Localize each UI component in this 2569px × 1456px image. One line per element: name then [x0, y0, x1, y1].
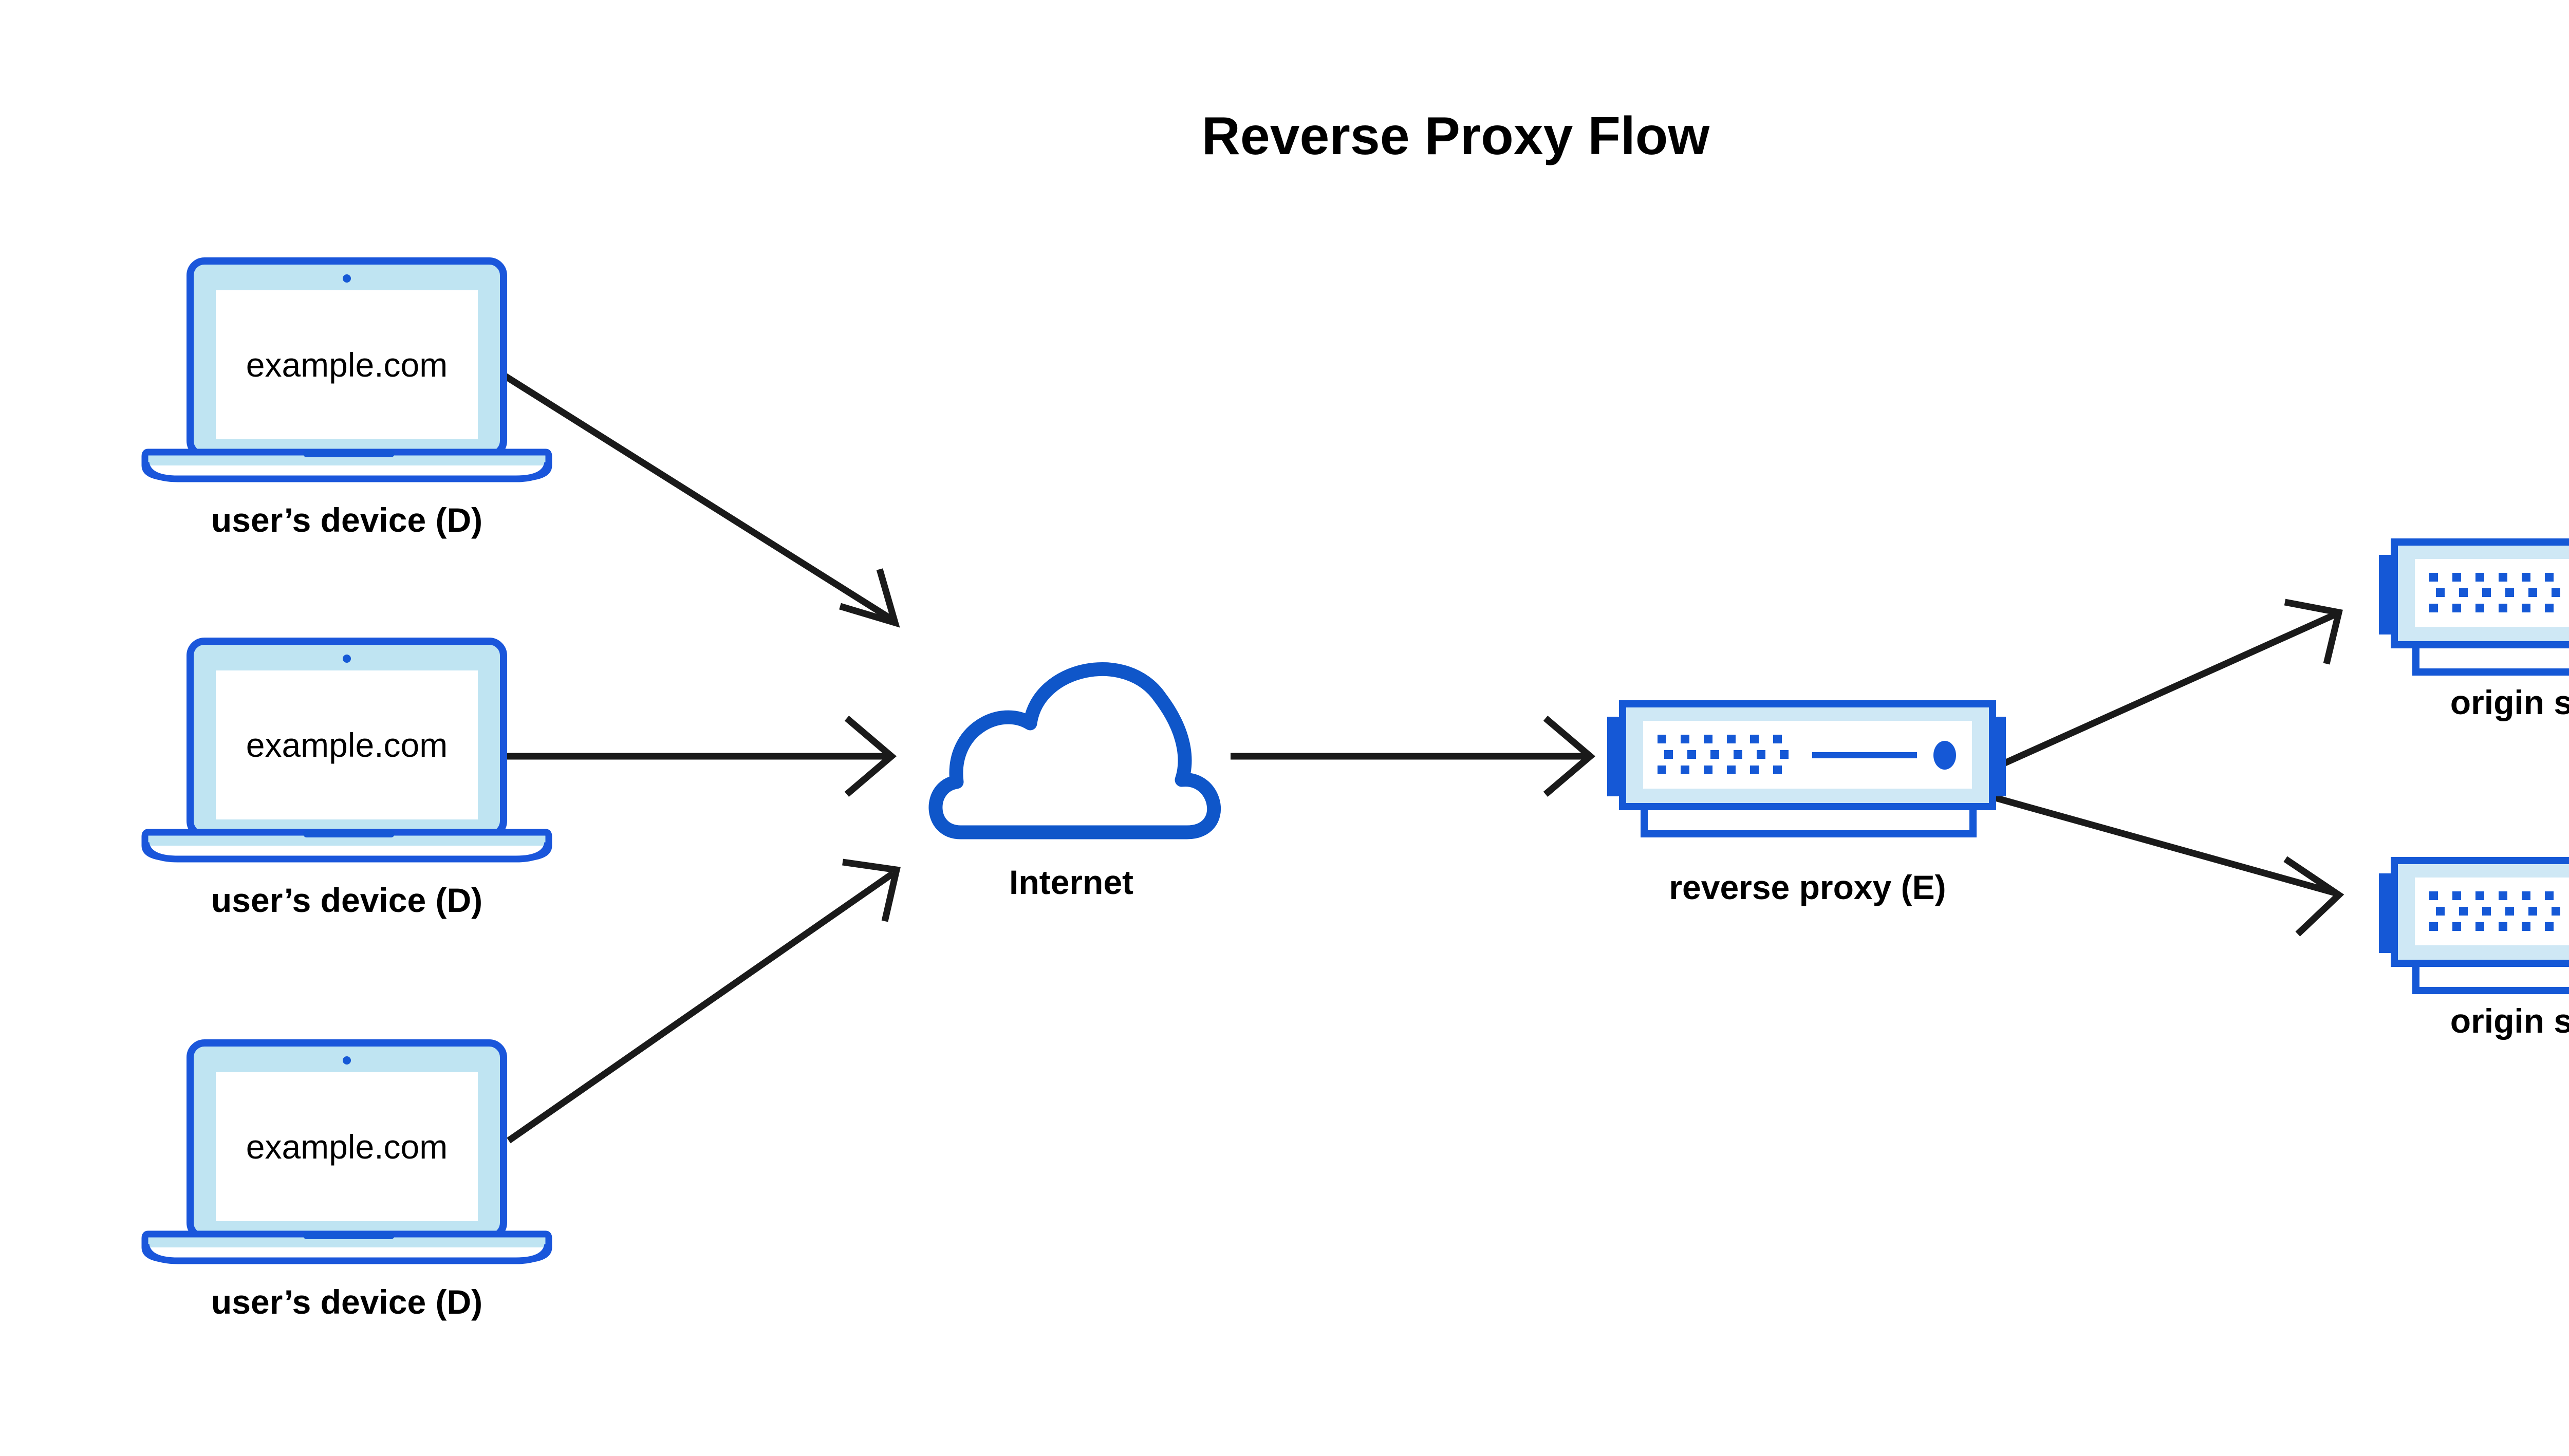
device-2[interactable]: example.com user’s device (D) — [141, 638, 552, 919]
device-3-screen-text: example.com — [246, 1128, 448, 1166]
origin-2-label: origin server (F) — [2450, 1002, 2569, 1040]
arrow-device3-to-internet — [507, 858, 901, 1144]
laptop-base-lip — [147, 846, 547, 858]
device-1-screen-text: example.com — [246, 346, 448, 384]
laptop-base-lip — [147, 1247, 547, 1260]
arrow-internet-to-proxy — [1231, 716, 1596, 797]
origin-2[interactable]: origin server (F) — [2379, 857, 2569, 1040]
laptop-camera-icon — [343, 655, 351, 663]
cloud-icon — [928, 662, 1221, 839]
arrow-device2-to-internet — [506, 716, 897, 797]
device-1[interactable]: example.com user’s device (D) — [141, 257, 552, 539]
laptop-trackpad — [303, 830, 395, 837]
server-face-panel — [1643, 721, 1972, 789]
server-dot-grid — [1658, 735, 1789, 774]
internet-node[interactable]: Internet — [928, 662, 1221, 901]
proxy-label: reverse proxy (E) — [1669, 868, 1946, 906]
laptop-trackpad — [303, 1232, 395, 1239]
internet-label: Internet — [1009, 863, 1133, 901]
origin-1[interactable]: origin server (F) — [2379, 538, 2569, 721]
laptop-base-lip-stroke — [142, 1243, 551, 1264]
device-3[interactable]: example.com user’s device (D) — [141, 1039, 552, 1321]
laptop-base-lip-stroke — [142, 842, 551, 863]
laptop-camera-icon — [343, 274, 351, 283]
arrow-proxy-to-origin2 — [1993, 794, 2344, 937]
server-dot-grid — [2429, 573, 2560, 612]
arrow-device1-to-internet — [501, 372, 900, 628]
server-status-line — [1812, 752, 1917, 758]
laptop-screen — [216, 670, 478, 819]
device-3-label: user’s device (D) — [211, 1283, 482, 1321]
laptop-screen — [216, 290, 478, 439]
laptop-camera-icon — [343, 1056, 351, 1065]
device-2-label: user’s device (D) — [211, 881, 482, 919]
proxy-node[interactable]: reverse proxy (E) — [1607, 700, 2006, 906]
laptop-base-lip-stroke — [142, 461, 551, 482]
laptop-screen — [216, 1072, 478, 1221]
laptop-trackpad — [303, 450, 395, 457]
connector-arrows — [501, 372, 2344, 1144]
server-status-led-icon — [1933, 741, 1956, 770]
device-1-label: user’s device (D) — [211, 501, 482, 539]
arrow-proxy-to-origin1 — [1992, 599, 2343, 771]
device-2-screen-text: example.com — [246, 726, 448, 764]
origin-1-label: origin server (F) — [2450, 683, 2569, 721]
page-title: Reverse Proxy Flow — [1202, 106, 1710, 166]
server-dot-grid — [2429, 891, 2560, 931]
laptop-base-lip — [147, 465, 547, 478]
